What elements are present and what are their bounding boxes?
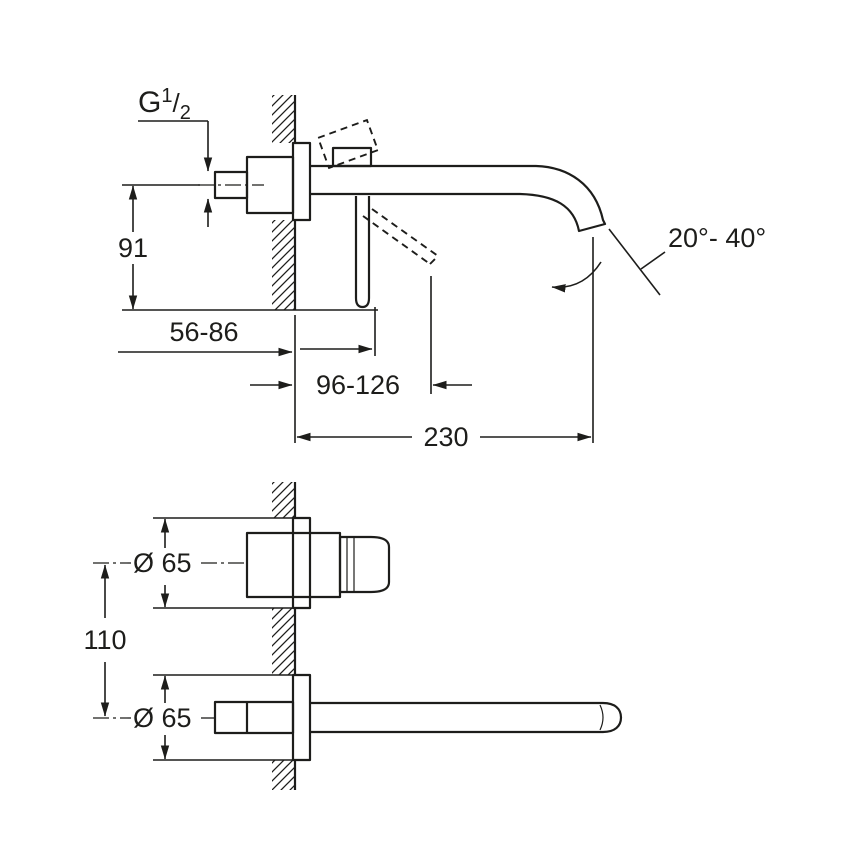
wall-hatch-middle — [272, 608, 295, 675]
dim-65-top: Ø 65 — [93, 517, 292, 609]
installation-view: Ø 65 110 Ø 65 — [83, 482, 623, 790]
wall-hatch-lower — [272, 220, 295, 310]
spout-tip-detail — [599, 704, 604, 731]
angle-reference-line — [608, 228, 661, 296]
dim-110-label: 110 — [83, 625, 126, 655]
spout-profile — [310, 164, 607, 233]
dim-110: 110 — [83, 564, 127, 717]
lever-handle — [354, 196, 371, 309]
angle-swing-arrow — [551, 261, 602, 293]
spout-tube — [310, 701, 623, 734]
dim-96-126: 96-126 — [250, 276, 472, 400]
dim-56-86-label: 56-86 — [169, 317, 238, 347]
valve-unit — [245, 516, 391, 610]
lever-swing-dashed — [371, 208, 439, 257]
spout-escutcheon — [291, 673, 312, 762]
dim-91: 91 — [118, 184, 378, 311]
wall-hatch-lower — [272, 760, 295, 790]
dim-96-126-label: 96-126 — [316, 370, 400, 400]
dim-230-label: 230 — [423, 422, 468, 452]
dim-65-bottom-label: Ø 65 — [133, 703, 192, 733]
lever-swing-dashed — [362, 215, 431, 265]
wall-hatch-upper — [272, 95, 295, 143]
lever-swing-end-dashed — [429, 255, 439, 265]
spout-unit — [213, 673, 623, 762]
handle-knob — [338, 535, 391, 594]
wall-hatch-upper — [272, 482, 295, 518]
valve-escutcheon — [291, 516, 312, 610]
cartridge-cap — [331, 146, 373, 168]
dim-230: 230 — [294, 237, 594, 452]
faucet-side — [198, 118, 607, 309]
dim-spout-angle: 20°- 40° — [551, 223, 766, 296]
wall-section-installation — [272, 482, 297, 790]
dim-thread-size: G1/2 — [138, 85, 213, 227]
dim-angle-label: 20°- 40° — [668, 223, 766, 253]
wall-section-side — [272, 95, 297, 310]
side-view: G1/2 91 56-86 96-126 — [118, 85, 766, 452]
dim-65-bottom: Ø 65 — [93, 674, 292, 761]
thread-size-label: G1/2 — [138, 85, 191, 124]
dim-91-label: 91 — [118, 233, 148, 263]
dim-65-top-label: Ø 65 — [133, 548, 192, 578]
lever-alternate-up-dashed — [316, 118, 380, 170]
dim-56-86: 56-86 — [118, 307, 376, 357]
spout-escutcheon — [291, 141, 312, 222]
leader-line — [640, 251, 666, 270]
